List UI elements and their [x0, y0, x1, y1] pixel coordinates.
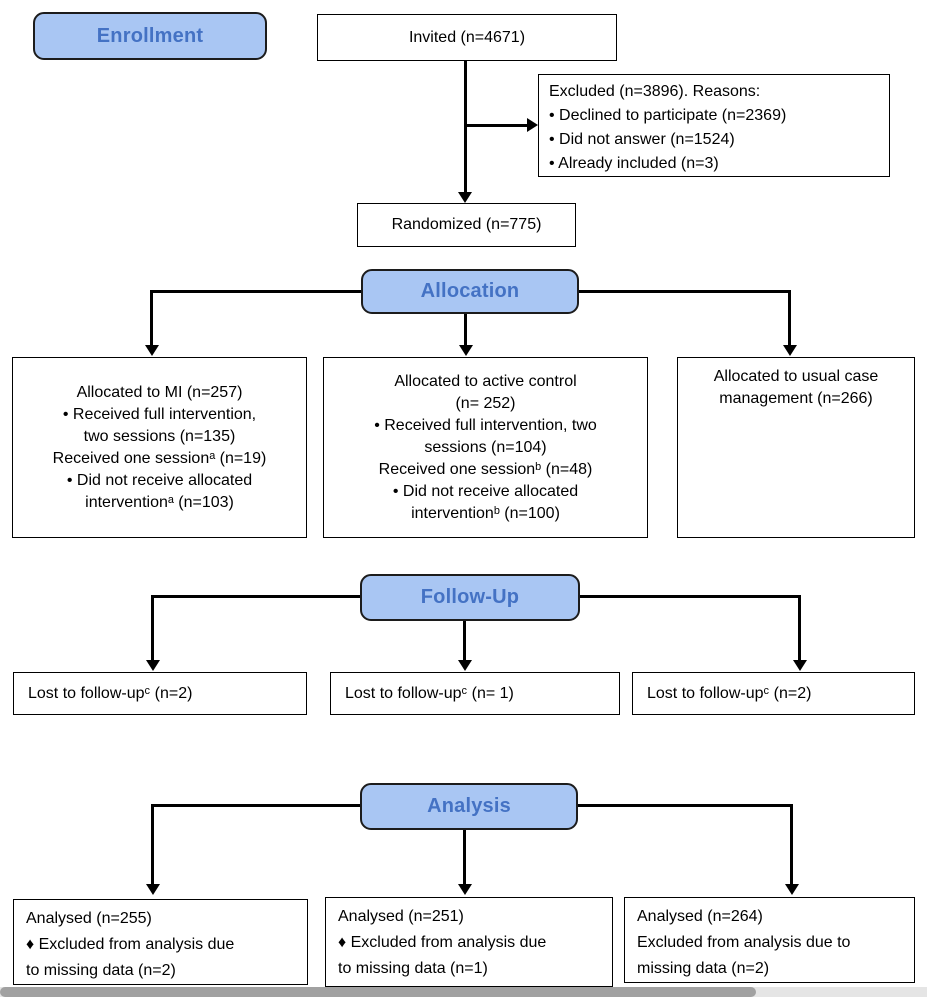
arrowhead-down-icon [783, 345, 797, 356]
arrowhead-down-icon [458, 660, 472, 671]
allocated-active-control-box: Allocated to active control(n= 252)• Rec… [323, 357, 648, 538]
flow-line-analysis-right [578, 804, 792, 807]
analysed-mi-box: Analysed (n=255)♦ Excluded from analysis… [13, 899, 308, 985]
allocated-mi-box: Allocated to MI (n=257)• Received full i… [12, 357, 307, 538]
flow-line-followup-left-drop [151, 595, 154, 660]
randomized-box: Randomized (n=775) [357, 203, 576, 247]
flow-line-allocation-right-drop [788, 290, 791, 345]
flow-line-followup-left [153, 595, 360, 598]
flow-line-followup-middle-drop [463, 621, 466, 660]
arrowhead-down-icon [793, 660, 807, 671]
flow-line-analysis-left-drop [151, 804, 154, 884]
arrowhead-down-icon [458, 884, 472, 895]
phase-header-followup: Follow-Up [360, 574, 580, 621]
flow-line-invited-randomized [464, 61, 467, 192]
lost-followup-mi-box: Lost to follow-upᶜ (n=2) [13, 672, 307, 715]
flow-line-invited-excluded [466, 124, 527, 127]
arrowhead-down-icon [458, 192, 472, 203]
arrowhead-right-icon [527, 118, 538, 132]
horizontal-scrollbar-thumb[interactable] [0, 987, 756, 997]
arrowhead-down-icon [459, 345, 473, 356]
analysed-usual-care-box: Analysed (n=264)Excluded from analysis d… [624, 897, 915, 983]
flow-line-allocation-left-drop [150, 290, 153, 345]
excluded-box: Excluded (n=3896). Reasons:• Declined to… [538, 74, 890, 177]
flow-line-allocation-left [152, 290, 361, 293]
flow-line-followup-right-drop [798, 595, 801, 660]
flow-line-allocation-right [579, 290, 790, 293]
flow-line-analysis-middle-drop [463, 830, 466, 884]
arrowhead-down-icon [146, 660, 160, 671]
phase-header-allocation: Allocation [361, 269, 579, 314]
flow-line-analysis-right-drop [790, 804, 793, 884]
flow-line-followup-right [580, 595, 800, 598]
flow-line-allocation-middle-drop [464, 314, 467, 345]
invited-box: Invited (n=4671) [317, 14, 617, 61]
arrowhead-down-icon [145, 345, 159, 356]
arrowhead-down-icon [146, 884, 160, 895]
phase-header-enrollment: Enrollment [33, 12, 267, 60]
flow-line-analysis-left [153, 804, 360, 807]
lost-followup-active-control-box: Lost to follow-upᶜ (n= 1) [330, 672, 620, 715]
lost-followup-usual-care-box: Lost to follow-upᶜ (n=2) [632, 672, 915, 715]
phase-header-analysis: Analysis [360, 783, 578, 830]
analysed-active-control-box: Analysed (n=251)♦ Excluded from analysis… [325, 897, 613, 987]
arrowhead-down-icon [785, 884, 799, 895]
